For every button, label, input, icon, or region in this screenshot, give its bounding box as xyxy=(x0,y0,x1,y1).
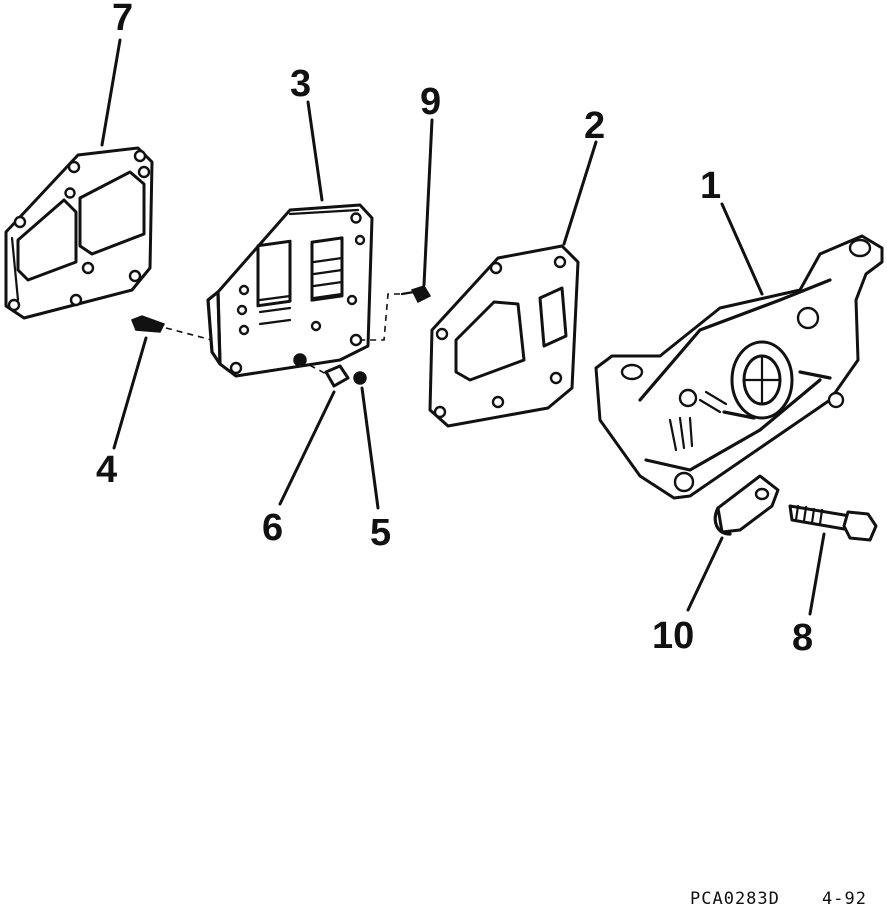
callout-8: 8 xyxy=(792,617,813,659)
part-7-gasket xyxy=(4,146,154,320)
reed-block-right xyxy=(310,236,344,302)
callouts: 7 3 9 2 1 4 6 5 10 8 xyxy=(96,0,813,659)
callout-3: 3 xyxy=(290,63,311,105)
figure-code: PCA0283D xyxy=(690,889,780,907)
part-9-screw xyxy=(400,285,432,304)
part-10-clamp xyxy=(713,474,780,536)
part-2-gasket xyxy=(428,244,580,428)
page-number: 4-92 xyxy=(822,889,867,907)
part-4-screw xyxy=(131,315,166,333)
callout-2: 2 xyxy=(584,105,605,147)
callout-10: 10 xyxy=(652,615,694,657)
part-6-bushing xyxy=(324,364,350,388)
callout-1: 1 xyxy=(700,165,721,207)
part-8-bolt xyxy=(788,504,878,542)
callout-4: 4 xyxy=(96,449,117,491)
part-5-nut xyxy=(353,371,367,385)
callout-9: 9 xyxy=(420,81,441,123)
leader-lines xyxy=(100,38,826,616)
callout-7: 7 xyxy=(112,0,133,39)
footer: PCA0283D 4-92 xyxy=(690,889,867,907)
part-1-housing xyxy=(594,234,884,500)
reed-block-left xyxy=(256,239,292,326)
part-3-reed-plate xyxy=(206,203,374,378)
callout-6: 6 xyxy=(262,507,283,549)
callout-5: 5 xyxy=(370,512,391,554)
